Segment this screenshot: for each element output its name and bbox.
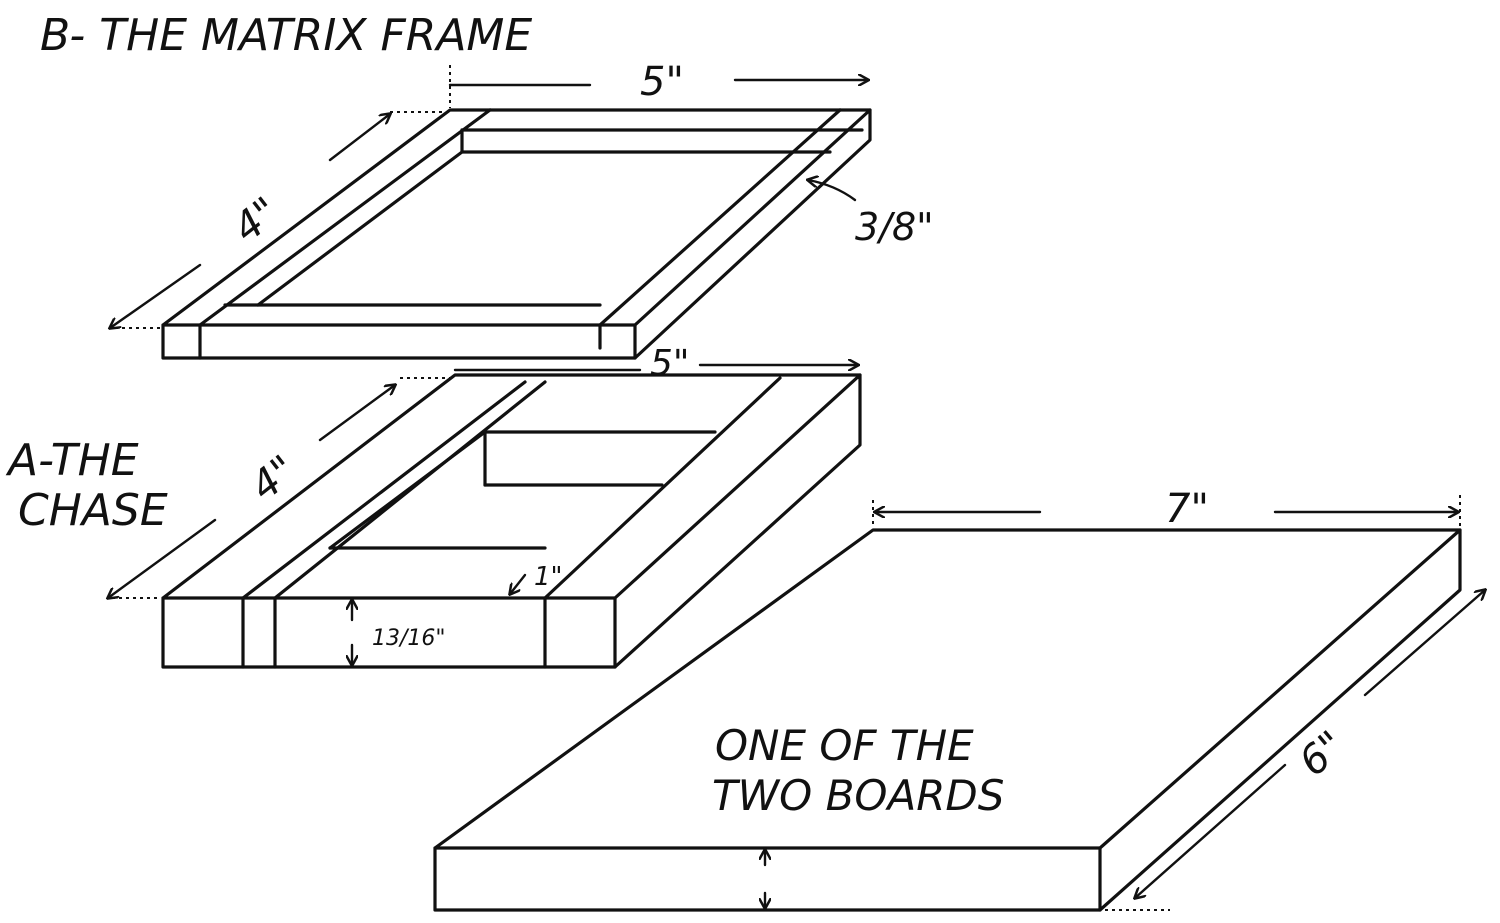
board-drawing [433,528,1462,912]
chase-title-line1: A-THE [5,435,139,486]
matrix-frame-dimensions [110,65,868,328]
frame-thickness-label: 3/8" [855,205,934,249]
chase-width-label: 5" [650,343,689,384]
chase-depth-label: 4" [242,447,305,510]
chase-drawing [161,373,862,669]
chase-rim-label: 1" [534,562,563,592]
matrix-frame-title: B- THE MATRIX FRAME [40,10,532,61]
chase-height-label: 13/16" [372,626,446,651]
board-label-line2: TWO BOARDS [712,771,1004,820]
chase-title-line2: CHASE [18,485,168,536]
frame-depth-label: 4" [225,189,288,252]
board-width-label: 7" [1165,486,1209,532]
matrix-frame-drawing [161,108,872,360]
frame-width-label: 5" [640,59,684,105]
board-label-line1: ONE OF THE [715,721,974,770]
chase-dimensions [108,365,858,665]
board-dimensions [765,495,1485,911]
